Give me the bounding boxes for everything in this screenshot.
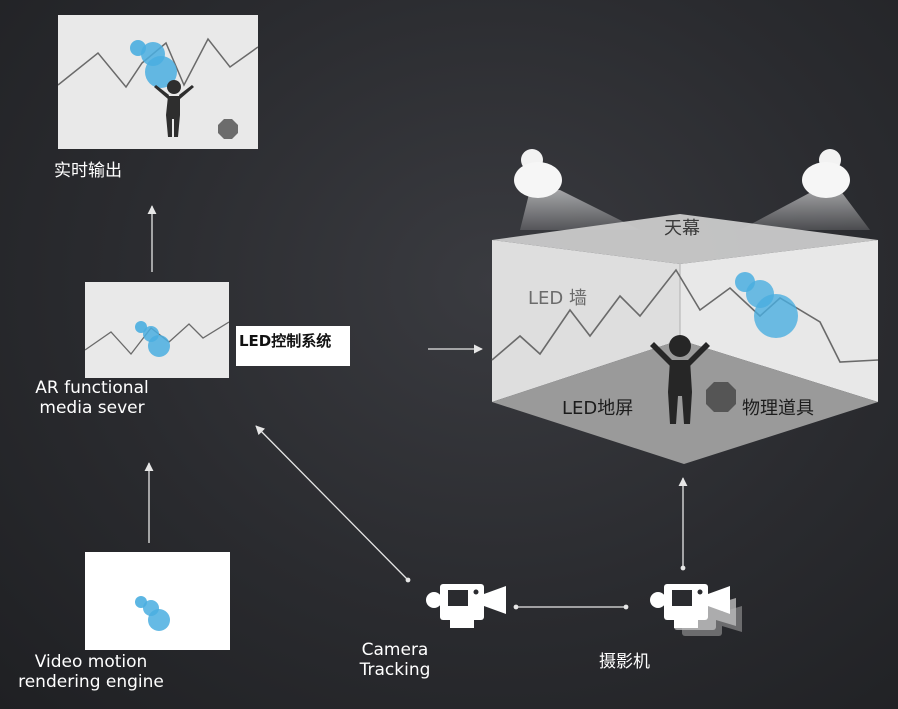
ceiling-label: 天幕 <box>664 218 700 239</box>
media-server-label: AR functional media sever <box>30 378 154 418</box>
render-engine-preview <box>85 552 230 650</box>
render-engine-scene <box>135 596 170 631</box>
render-engine-label-line1: Video motion <box>34 652 148 672</box>
stage-person-icon <box>650 335 710 424</box>
spotlight-left-icon <box>514 149 562 198</box>
led-control-label: LED控制系统 <box>236 326 350 366</box>
media-server-scene <box>85 321 229 357</box>
camera-tracking-label: Camera Tracking <box>346 640 444 680</box>
camera-tracking-label-line1: Camera <box>361 640 429 660</box>
led-control-text: LED控制系统 <box>239 332 332 350</box>
led-wall-label: LED 墙 <box>528 288 587 309</box>
led-floor-label: LED地屏 <box>562 398 634 419</box>
realtime-output-scene <box>58 37 258 139</box>
media-server-preview <box>85 282 229 378</box>
tracking-camera-icon <box>426 584 506 628</box>
camera-icon <box>650 584 742 636</box>
media-server-label-line2: media sever <box>39 398 145 418</box>
realtime-output-label: 实时输出 <box>54 161 122 181</box>
media-server-label-line1: AR functional <box>35 378 149 398</box>
camera-label: 摄影机 <box>599 652 650 672</box>
render-engine-label: Video motion rendering engine <box>18 652 164 692</box>
stage-prop-octagon-icon <box>706 382 736 412</box>
spotlight-right-icon <box>802 149 850 198</box>
person-icon <box>154 80 194 137</box>
render-engine-label-line2: rendering engine <box>18 672 164 692</box>
realtime-output-preview <box>58 15 258 149</box>
arrow-tracking-to-server <box>255 425 409 581</box>
camera-tracking-label-line2: Tracking <box>359 660 431 680</box>
led-stage <box>491 149 879 464</box>
props-label: 物理道具 <box>742 398 814 419</box>
prop-octagon-icon <box>218 119 238 139</box>
